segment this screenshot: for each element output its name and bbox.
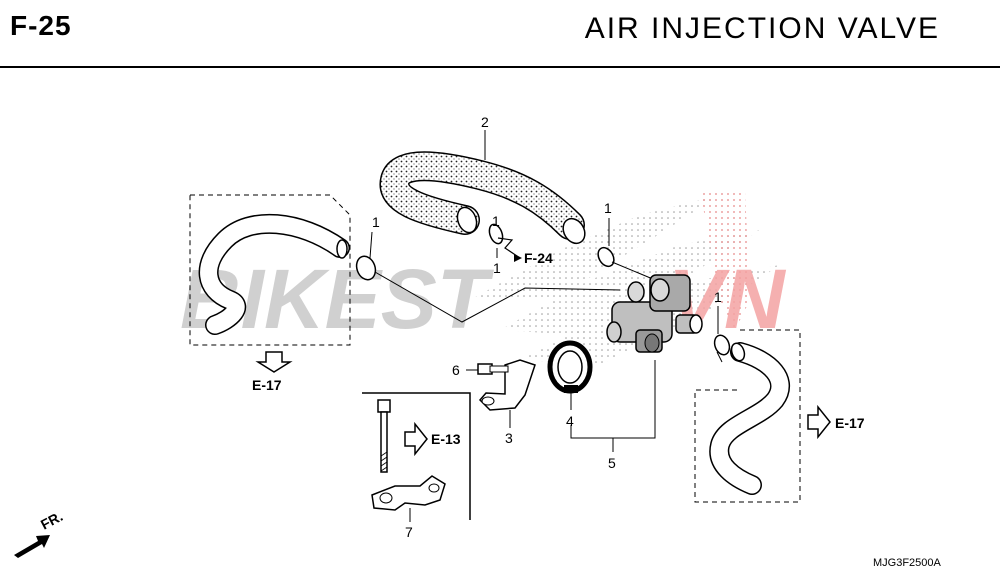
- diagram-code: MJG3F2500A: [873, 557, 942, 569]
- label-6: 6: [452, 362, 460, 378]
- label-1-d: 1: [714, 289, 722, 305]
- label-4: 4: [566, 413, 574, 429]
- arrow-f24: [497, 237, 522, 262]
- hose-right-group: [694, 329, 801, 503]
- front-label: FR.: [38, 508, 65, 533]
- ref-e17-left: E-17: [252, 377, 282, 393]
- label-1-b: 1: [493, 260, 501, 276]
- page-code: F-25: [10, 10, 72, 41]
- hose-left-group: [189, 194, 351, 346]
- ref-f24: F-24: [524, 250, 553, 266]
- label-7: 7: [405, 524, 413, 540]
- arrow-e17-left: [255, 351, 293, 373]
- inset-section: [362, 392, 471, 522]
- label-1-e: 1: [492, 213, 500, 229]
- bolt-6: [466, 363, 509, 375]
- clamp-1d: [713, 306, 731, 356]
- arrow-e17-right: [807, 404, 831, 440]
- arrow-e13: [404, 421, 428, 457]
- ref-e17-right: E-17: [835, 415, 865, 431]
- ref-e13: E-13: [431, 431, 461, 447]
- front-arrow: [14, 535, 50, 558]
- label-1-a: 1: [372, 214, 380, 230]
- clamp-1c: [597, 218, 615, 268]
- page-title: AIR INJECTION VALVE: [584, 12, 940, 45]
- air-injection-valve: [606, 274, 703, 353]
- bracket-3: [478, 359, 536, 428]
- hose-2: [379, 151, 586, 245]
- label-1-c: 1: [604, 200, 612, 216]
- label-3: 3: [505, 430, 513, 446]
- clamp-1b: [488, 223, 504, 245]
- label-2: 2: [481, 114, 489, 130]
- header-divider: [0, 66, 1000, 68]
- label-5: 5: [608, 455, 616, 471]
- clamp-1a: [355, 231, 377, 281]
- rubber-mount-4: [547, 340, 593, 410]
